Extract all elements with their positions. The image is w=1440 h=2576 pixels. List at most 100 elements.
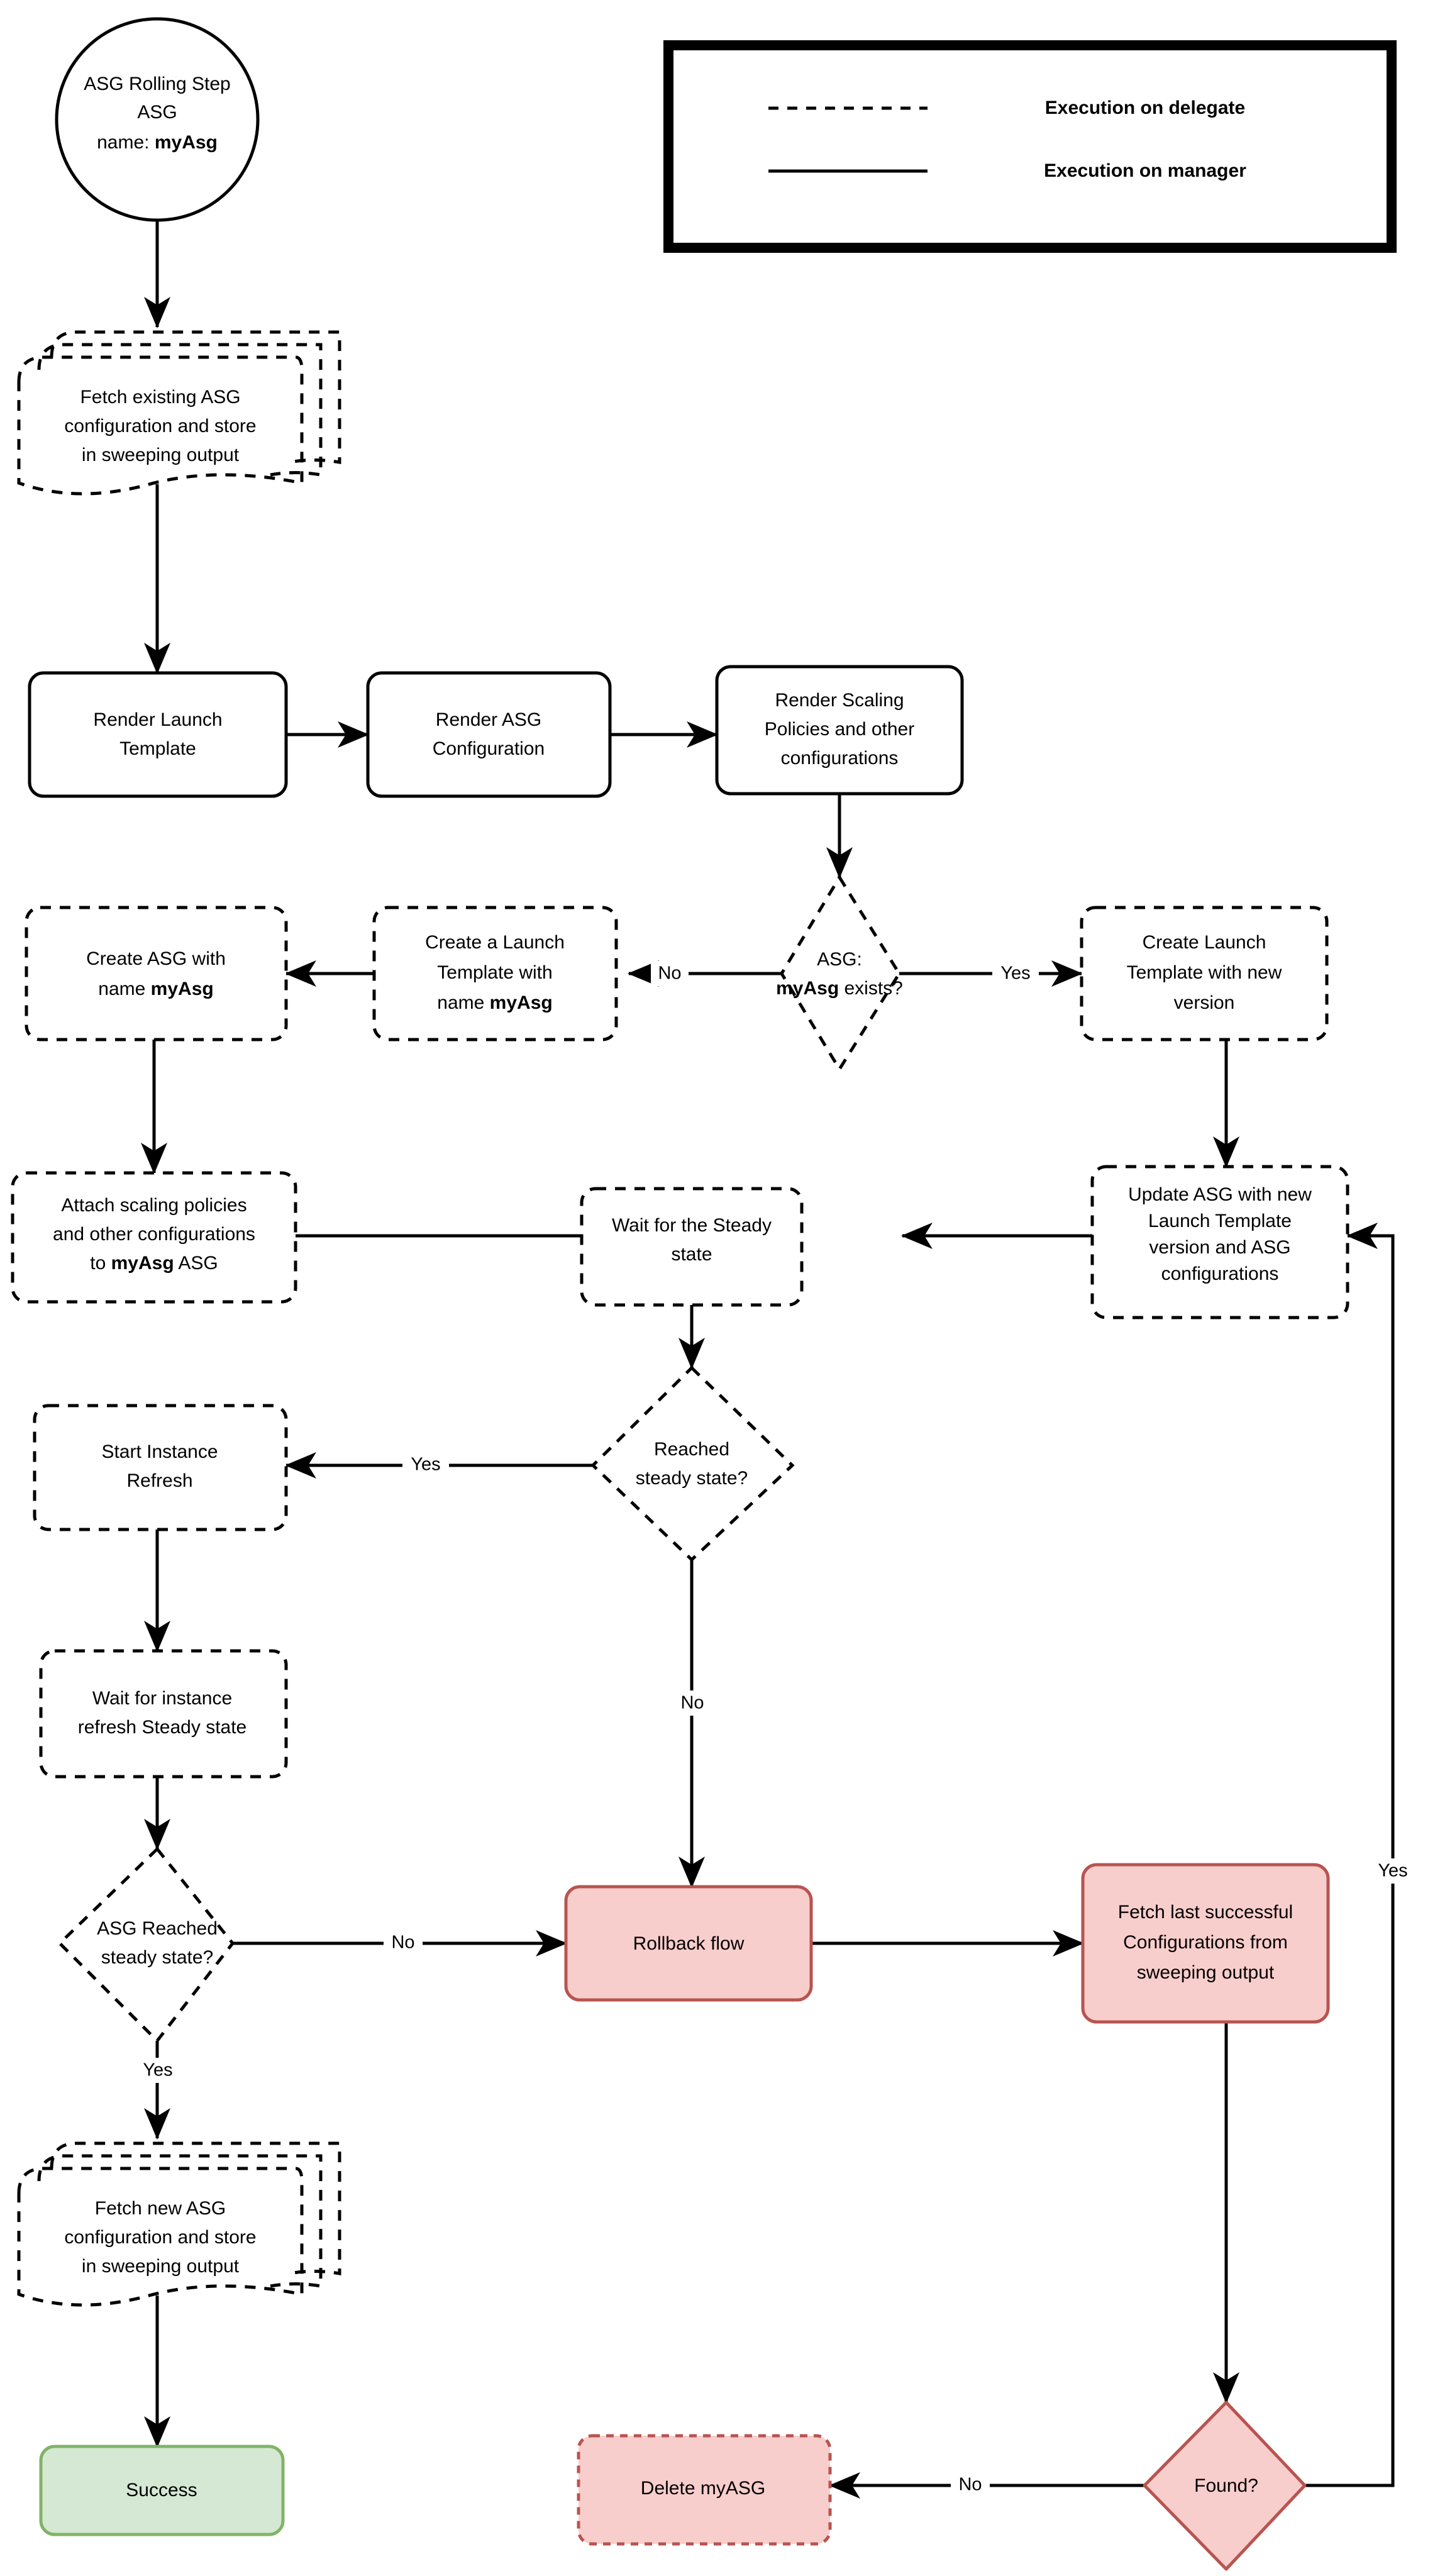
update-asg-line-2: Launch Template [1148, 1211, 1292, 1231]
node-wait-for-steady-state[interactable]: Wait for the Steady state [580, 1187, 804, 1307]
node-wait-instance-refresh[interactable]: Wait for instance refresh Steady state [39, 1649, 288, 1779]
edge-label-bg-reached-yes [402, 1452, 449, 1477]
reached-steady-state-diamond [590, 1365, 795, 1562]
success-box [39, 2445, 285, 2536]
node-fetch-last-successful[interactable]: Fetch last successful Configurations fro… [1081, 1863, 1330, 2024]
node-asg-reached-steady-state-decision[interactable]: ASG Reached steady state? [57, 1846, 235, 2043]
asg-exists-diamond [780, 874, 901, 1072]
render-scaling-policies-box [715, 665, 964, 796]
fetch-new-doc-front [17, 2167, 304, 2307]
node-render-scaling-policies[interactable]: Render Scaling Policies and other config… [715, 665, 964, 796]
fetch-existing-line-3: in sweeping output [82, 445, 240, 465]
attach-line-2: and other configurations [53, 1224, 255, 1245]
fetch-last-successful-box [1081, 1863, 1330, 2024]
node-update-asg[interactable]: Update ASG with new Launch Template vers… [1090, 1165, 1349, 1319]
node-create-launch-template-myasg[interactable]: Create a Launch Template with name myAsg [372, 906, 618, 1041]
node-attach-scaling-policies[interactable]: Attach scaling policies and other config… [11, 1171, 297, 1304]
render-asg-configuration-line-2: Configuration [433, 738, 545, 759]
edge-label-found-yes: Yes [1378, 1861, 1407, 1881]
fetch-new-line-2: configuration and store [64, 2227, 256, 2248]
create-asg-line-2: name myAsg [98, 979, 213, 999]
asg-reached-line-1: ASG Reached [97, 1918, 218, 1939]
edge-label-bg-exists-yes [992, 961, 1039, 986]
update-asg-line-1: Update ASG with new [1128, 1184, 1312, 1205]
wait-refresh-line-2: refresh Steady state [78, 1717, 246, 1738]
wait-steady-line-1: Wait for the Steady [612, 1215, 772, 1236]
node-fetch-existing[interactable] [17, 330, 341, 496]
legend-border [663, 40, 1397, 253]
edge-label-bg-asg-reached-yes [135, 2058, 181, 2083]
legend-label-delegate: Execution on delegate [1045, 97, 1245, 118]
delete-myasg-label: Delete myASG [641, 2478, 765, 2499]
node-fetch-existing-labels: Fetch existing ASG configuration and sto… [64, 387, 256, 465]
node-delete-myasg[interactable]: Delete myASG [577, 2434, 832, 2546]
asg-reached-line-2: steady state? [101, 1947, 213, 1968]
node-success[interactable]: Success [39, 2445, 285, 2536]
start-line-3: name: myAsg [97, 132, 218, 153]
wait-for-steady-state-box [580, 1187, 804, 1307]
fetch-existing-line-1: Fetch existing ASG [80, 387, 240, 408]
node-start-instance-refresh[interactable]: Start Instance Refresh [33, 1404, 288, 1531]
fetch-existing-line-2: configuration and store [64, 416, 256, 436]
node-create-asg[interactable]: Create ASG with name myAsg [25, 906, 288, 1041]
delete-myasg-box [577, 2434, 832, 2546]
create-asg-line-1: Create ASG with [86, 948, 226, 969]
found-diamond [1143, 2401, 1307, 2571]
update-asg-line-4: configurations [1161, 1263, 1279, 1284]
create-launch-template-myasg-box [372, 906, 618, 1041]
edge-label-asg-reached-no: No [391, 1933, 414, 1953]
start-line-2: ASG [137, 102, 177, 123]
render-scaling-policies-line-3: configurations [781, 748, 899, 769]
fetch-existing-doc-front [17, 355, 304, 496]
attach-line-1: Attach scaling policies [61, 1195, 246, 1216]
start-circle [55, 17, 260, 222]
success-label: Success [126, 2480, 197, 2501]
wait-refresh-line-1: Wait for instance [92, 1688, 232, 1709]
node-asg-exists-decision[interactable]: ASG: myAsg exists? [776, 874, 903, 1072]
fetch-new-doc-back-2 [37, 2154, 323, 2288]
start-instance-refresh-box [33, 1404, 288, 1531]
edge-label-exists-yes: Yes [1000, 963, 1030, 984]
create-lt-new-line-2: Template with new [1127, 962, 1282, 983]
edge-label-bg-reached-no [673, 1690, 712, 1716]
edge-label-found-no: No [958, 2475, 982, 2495]
node-render-asg-configuration[interactable]: Render ASG Configuration [366, 671, 612, 798]
fetch-new-line-3: in sweeping output [82, 2256, 240, 2277]
attach-scaling-policies-box [11, 1171, 297, 1304]
render-scaling-policies-line-2: Policies and other [765, 719, 914, 740]
fetch-last-line-2: Configurations from [1123, 1932, 1288, 1953]
legend-label-manager: Execution on manager [1044, 160, 1246, 181]
found-label: Found? [1194, 2475, 1258, 2496]
edge-label-bg-found-yes [1370, 1858, 1416, 1884]
node-create-launch-template-new-version[interactable]: Create Launch Template with new version [1080, 906, 1329, 1041]
edge-label-asg-reached-yes: Yes [143, 2060, 172, 2080]
node-start[interactable]: ASG Rolling Step ASG name: myAsg [55, 17, 260, 222]
render-scaling-policies-line-1: Render Scaling [775, 690, 904, 711]
fetch-last-line-3: sweeping output [1137, 1962, 1275, 1983]
wait-instance-refresh-box [39, 1649, 288, 1779]
wait-steady-line-2: state [671, 1244, 712, 1265]
fetch-new-line-1: Fetch new ASG [95, 2198, 226, 2219]
node-fetch-new-asg-labels: Fetch new ASG configuration and store in… [64, 2198, 256, 2277]
render-asg-configuration-box [366, 671, 612, 798]
node-rollback-flow[interactable]: Rollback flow [564, 1885, 813, 2002]
create-lt-new-line-3: version [1174, 992, 1235, 1013]
edge-labels: No Yes Yes No No Yes No Yes [135, 961, 1416, 2497]
update-asg-line-3: version and ASG [1149, 1237, 1290, 1258]
render-launch-template-line-1: Render Launch [93, 709, 222, 730]
render-launch-template-box [28, 671, 288, 798]
reached-steady-line-2: steady state? [636, 1468, 748, 1489]
asg-exists-line-1: ASG: [817, 949, 862, 970]
rollback-flow-label: Rollback flow [633, 1933, 745, 1954]
node-render-launch-template[interactable]: Render Launch Template [28, 671, 288, 798]
start-line-1: ASG Rolling Step [84, 74, 230, 94]
create-lt-new-line-1: Create Launch [1143, 932, 1266, 953]
node-reached-steady-state-decision[interactable]: Reached steady state? [590, 1365, 795, 1562]
node-found-decision[interactable]: Found? [1143, 2401, 1307, 2571]
create-launch-template-myasg-line-1: Create a Launch [425, 932, 565, 953]
fetch-last-line-1: Fetch last successful [1118, 1902, 1293, 1923]
node-fetch-new-asg[interactable] [17, 2141, 341, 2307]
render-asg-configuration-line-1: Render ASG [436, 709, 541, 730]
